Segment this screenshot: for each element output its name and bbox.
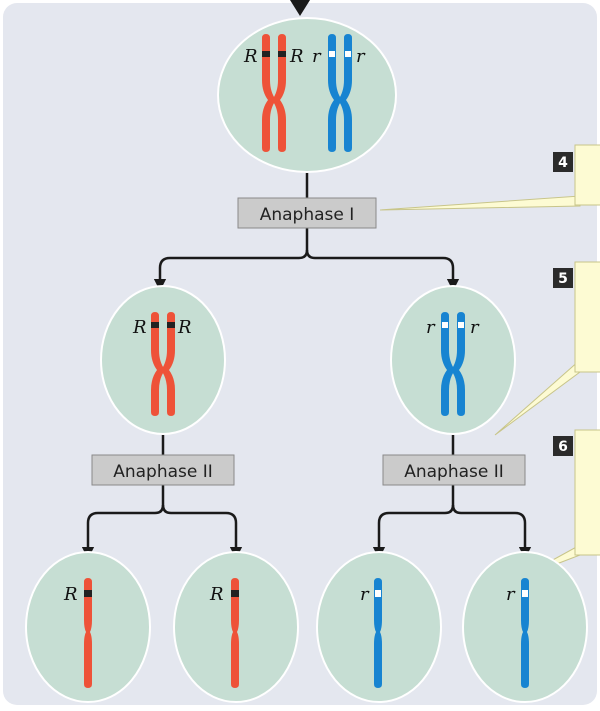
step-6-badge	[553, 436, 573, 456]
allele-band	[375, 590, 381, 597]
gamete-cell-1: R	[25, 551, 151, 703]
cell-membrane	[390, 285, 516, 435]
callout-step-5: 5	[494, 261, 600, 436]
phase-label: Anaphase I	[260, 205, 355, 225]
step-4-badge	[553, 152, 573, 172]
gamete-cell-3: r	[316, 551, 442, 703]
connector-lines	[81, 170, 532, 560]
cell-membrane	[100, 285, 226, 435]
allele-band	[262, 51, 270, 57]
allele-band	[231, 590, 239, 597]
allele-label: R	[209, 584, 224, 605]
diagram-panel	[3, 3, 597, 705]
phase-box-anaphase-2-right: Anaphase II	[382, 454, 526, 486]
recessive-chromatid	[374, 578, 382, 688]
phase-label: Anaphase II	[404, 462, 504, 482]
allele-band	[167, 322, 175, 328]
step-5-badge	[553, 268, 573, 288]
recessive-chromatid	[521, 578, 529, 688]
cell-meiosis-II-right: r r	[390, 285, 516, 435]
phase-box-anaphase-2-left: Anaphase II	[91, 454, 235, 486]
dominant-chromosome	[151, 312, 175, 416]
allele-label: R	[243, 46, 258, 67]
allele-label: r	[312, 46, 322, 67]
allele-band	[458, 322, 464, 328]
cell-membrane	[217, 17, 397, 173]
allele-band	[151, 322, 159, 328]
allele-label: r	[360, 584, 370, 605]
step-5-number: 5	[558, 271, 568, 287]
dominant-chromatid	[84, 578, 92, 688]
allele-label: r	[470, 317, 480, 338]
cell-meiosis-II-left: R R	[100, 285, 226, 435]
allele-label: R	[289, 46, 304, 67]
allele-band	[345, 51, 351, 57]
step-6-number: 6	[558, 439, 568, 455]
dominant-homolog	[262, 34, 286, 152]
recessive-chromosome	[441, 312, 465, 416]
dominant-chromatid	[231, 578, 239, 688]
allele-band	[278, 51, 286, 57]
allele-band	[329, 51, 335, 57]
gamete-cell-2: R	[173, 551, 299, 703]
allele-label: R	[132, 317, 147, 338]
cell-meiosis-I: R R r r	[217, 17, 397, 173]
phase-label: Anaphase II	[113, 462, 213, 482]
allele-label: R	[177, 317, 192, 338]
allele-label: R	[63, 584, 78, 605]
phase-box-anaphase-1: Anaphase I	[237, 197, 377, 229]
step-4-number: 4	[558, 155, 568, 171]
callout-step-4: 4	[379, 144, 600, 211]
recessive-homolog	[328, 34, 352, 152]
allele-band	[522, 590, 528, 597]
allele-label: r	[426, 317, 436, 338]
allele-band	[84, 590, 92, 597]
incoming-arrow	[290, 0, 310, 16]
allele-band	[442, 322, 448, 328]
gamete-cell-4: r	[462, 551, 588, 703]
allele-label: r	[356, 46, 366, 67]
allele-label: r	[506, 584, 516, 605]
